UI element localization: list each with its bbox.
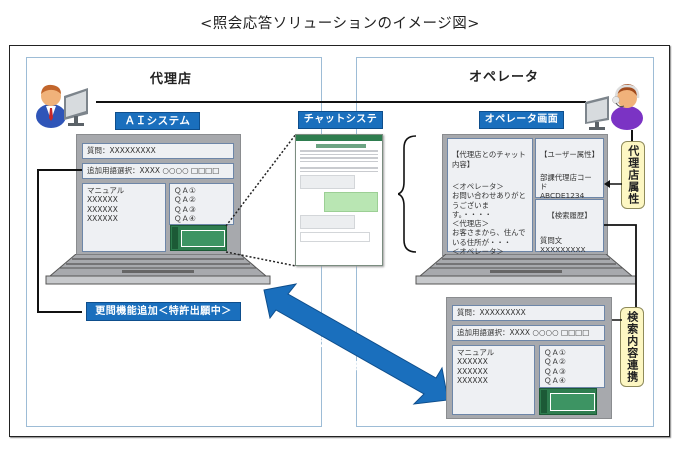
chat-content-panel: 【代理店とのチャット内容】 ＜オペレータ＞ お問い合わせありがとうございます。・…: [447, 138, 533, 284]
chat-input-field[interactable]: [300, 232, 370, 242]
chat-window-titlebar: [296, 135, 382, 141]
screen-share-arrow: [263, 283, 449, 405]
agency-panel-title: 代理店: [150, 72, 193, 87]
shared-banner-side-tab: [541, 390, 547, 413]
agency-attribute-connector: [631, 130, 633, 144]
chat-message-agency: [300, 215, 355, 229]
additional-terms-field[interactable]: 追加用語選択：XXXX ○○○○ □□□□: [82, 163, 234, 179]
outer-frame: [9, 45, 670, 437]
operator-laptop-keyboard: [415, 254, 637, 285]
chat-window-header-badge: [316, 144, 366, 148]
chat-content-header: 【代理店とのチャット内容】: [452, 150, 526, 169]
question-field[interactable]: 質問：XXXXXXXXX: [82, 143, 234, 159]
agent-operator-connection-line: [96, 101, 586, 103]
diagram-title: <照会応答ソリューションのイメージ図>: [200, 16, 480, 32]
search-link-connector: [604, 224, 637, 310]
chat-text-line: [300, 150, 378, 152]
ai-system-label: ＡＩシステム: [115, 112, 200, 130]
zoom-callout-lines: [225, 133, 297, 267]
search-link-label: 検索内容連携: [620, 307, 644, 387]
shared-question-field[interactable]: 質問：XXXXXXXXX: [452, 305, 605, 321]
chat-text-line: [300, 170, 378, 172]
chat-message-operator: [324, 192, 378, 212]
qa-list[interactable]: ＱＡ① ＱＡ② ＱＡ③ ＱＡ④: [169, 183, 234, 225]
search-history-header: 【検索履歴】: [547, 211, 592, 221]
banner-chat-icon: [181, 230, 225, 247]
chat-text-line: [300, 167, 378, 169]
agency-attribute-label: 代理店属性: [621, 141, 645, 209]
manual-list: マニュアル XXXXXX XXXXXX XXXXXX: [82, 183, 166, 252]
chat-message-agency: [300, 175, 355, 189]
operator-panel-title: オペレータ: [469, 70, 540, 85]
operator-user-icon: [585, 84, 643, 130]
re-question-connector: [37, 169, 82, 313]
chat-text-line: [300, 153, 378, 155]
agency-attribute-arrow: [604, 180, 622, 188]
shared-banner-chat-icon: [550, 393, 595, 411]
shared-additional-terms-field[interactable]: 追加用語選択：XXXX ○○○○ □□□□: [452, 325, 605, 341]
user-attributes-header: 【ユーザー属性】: [540, 150, 599, 160]
shared-qa-list[interactable]: ＱＡ① ＱＡ② ＱＡ③ ＱＡ④: [539, 345, 605, 388]
shared-chat-launch-banner[interactable]: [539, 388, 597, 415]
user-attributes-panel: 【ユーザー属性】 部課代理店コード ABCDE1234 代理店名 三住商事: [535, 138, 604, 219]
search-history-panel: 【検索履歴】 質問文 XXXXXXXXX: [535, 199, 604, 254]
banner-side-tab: [172, 227, 178, 249]
chat-system-label: チャットシステム: [298, 111, 383, 141]
chat-text-line: [300, 160, 378, 162]
operator-screen-label: オペレータ画面: [479, 111, 564, 129]
chat-system-window[interactable]: [295, 134, 383, 266]
chat-text-line: [300, 157, 378, 159]
agency-laptop-keyboard: [45, 254, 271, 285]
chat-content-brace: [398, 135, 417, 253]
re-question-feature-label: 更問機能追加＜特許出願中＞: [86, 302, 241, 321]
agency-user-icon: [36, 84, 88, 128]
chat-launch-banner[interactable]: [170, 225, 227, 251]
search-history-body: 質問文 XXXXXXXXX: [540, 235, 586, 254]
shared-manual-list: マニュアル XXXXXX XXXXXX XXXXXX: [452, 345, 535, 415]
